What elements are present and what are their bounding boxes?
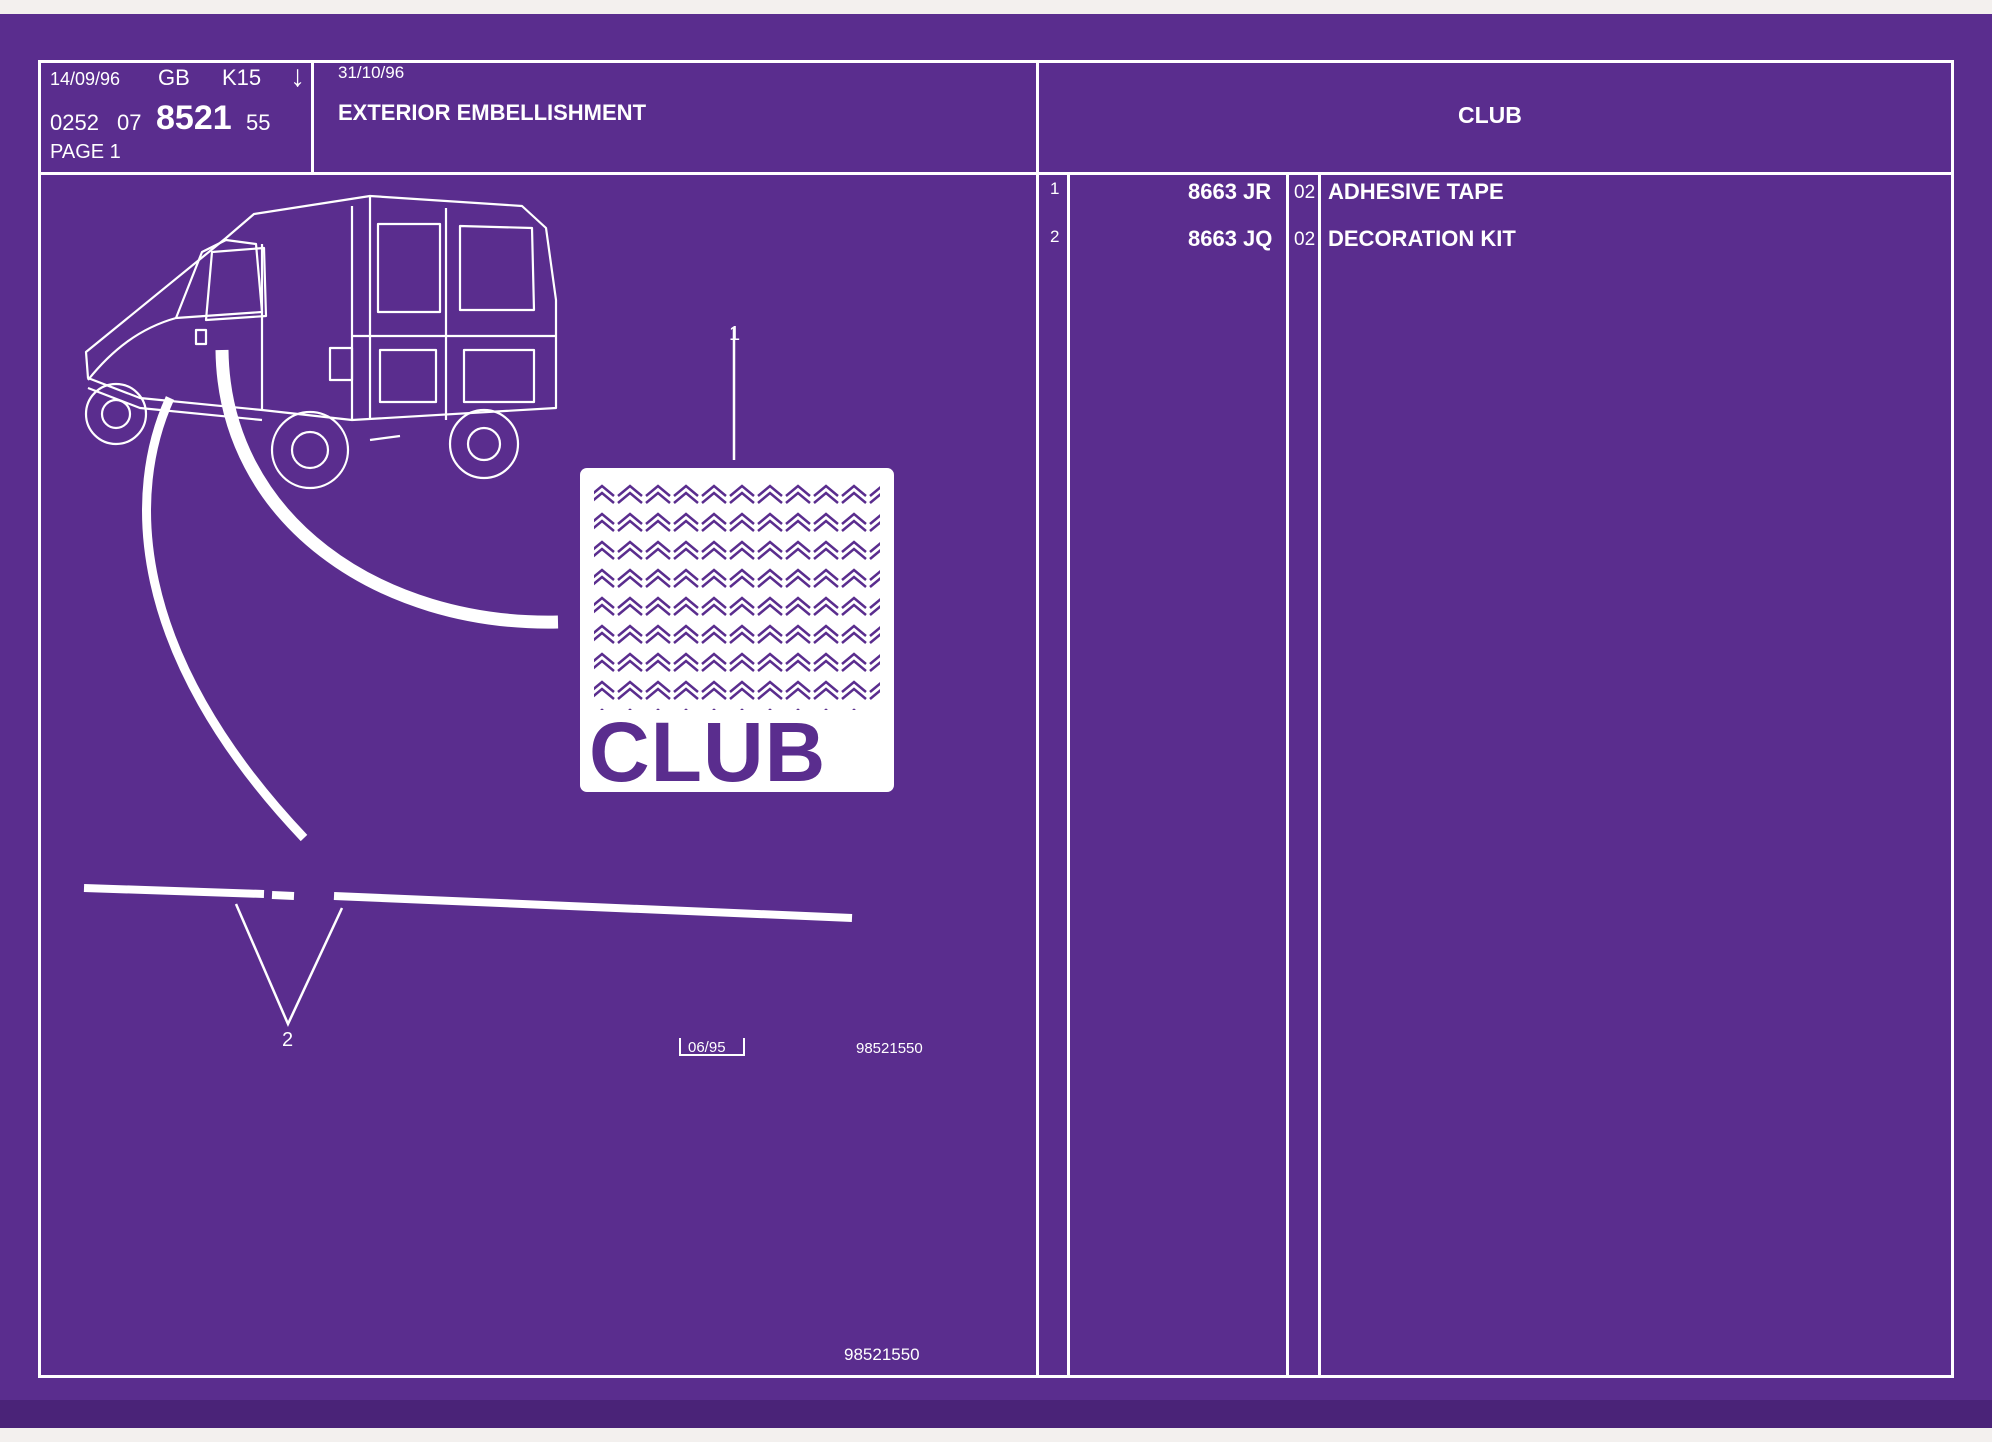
tape-curve <box>142 396 308 842</box>
tape-strip <box>333 892 853 922</box>
drawing-number: 98521550 <box>856 1040 923 1057</box>
callout-1: 1 <box>729 323 741 345</box>
tape-strip <box>271 891 295 900</box>
ref-group: 07 <box>117 110 142 135</box>
stamp-box <box>679 1038 745 1056</box>
callout-line <box>234 903 344 1028</box>
date-revised: 31/10/96 <box>338 63 405 82</box>
section-title: EXTERIOR EMBELLISHMENT <box>338 100 647 125</box>
callout-2: 2 <box>282 1029 294 1051</box>
parts-sheet <box>0 14 1992 1414</box>
language-code: GB <box>158 65 190 90</box>
sheet-edge <box>0 1400 1992 1428</box>
header-rule <box>38 172 1954 175</box>
row-index: 2 <box>1050 227 1060 246</box>
version-title: CLUB <box>1458 102 1522 128</box>
header-divider <box>311 60 314 174</box>
van-drawing <box>84 194 558 490</box>
down-arrow-icon: ↓ <box>290 60 305 93</box>
part-description: ADHESIVE TAPE <box>1328 179 1504 204</box>
column-rule-ref <box>1286 172 1289 1378</box>
page-frame <box>38 60 1954 1378</box>
part-reference: 8663 JQ <box>1188 226 1273 251</box>
column-rule-qty <box>1318 172 1321 1378</box>
stamp-date: 06/95 <box>688 1039 726 1056</box>
club-badge <box>580 468 894 792</box>
date-created: 14/09/96 <box>50 69 121 89</box>
badge-text: CLUB <box>589 705 827 799</box>
ref-main: 8521 <box>156 99 232 137</box>
page-number: PAGE 1 <box>50 141 121 163</box>
part-quantity: 02 <box>1294 182 1316 203</box>
tape-strip <box>83 884 265 898</box>
part-description: DECORATION KIT <box>1328 226 1516 251</box>
tape-curve <box>215 349 559 629</box>
ref-suffix: 55 <box>246 110 271 135</box>
ref-prefix: 0252 <box>50 110 99 135</box>
footer-number: 98521550 <box>844 1345 920 1364</box>
model-code: K15 <box>222 65 262 90</box>
panel-divider <box>1036 60 1039 1378</box>
column-rule-index <box>1067 172 1070 1378</box>
row-index: 1 <box>1050 179 1060 198</box>
part-quantity: 02 <box>1294 229 1316 250</box>
part-reference: 8663 JR <box>1188 179 1272 204</box>
